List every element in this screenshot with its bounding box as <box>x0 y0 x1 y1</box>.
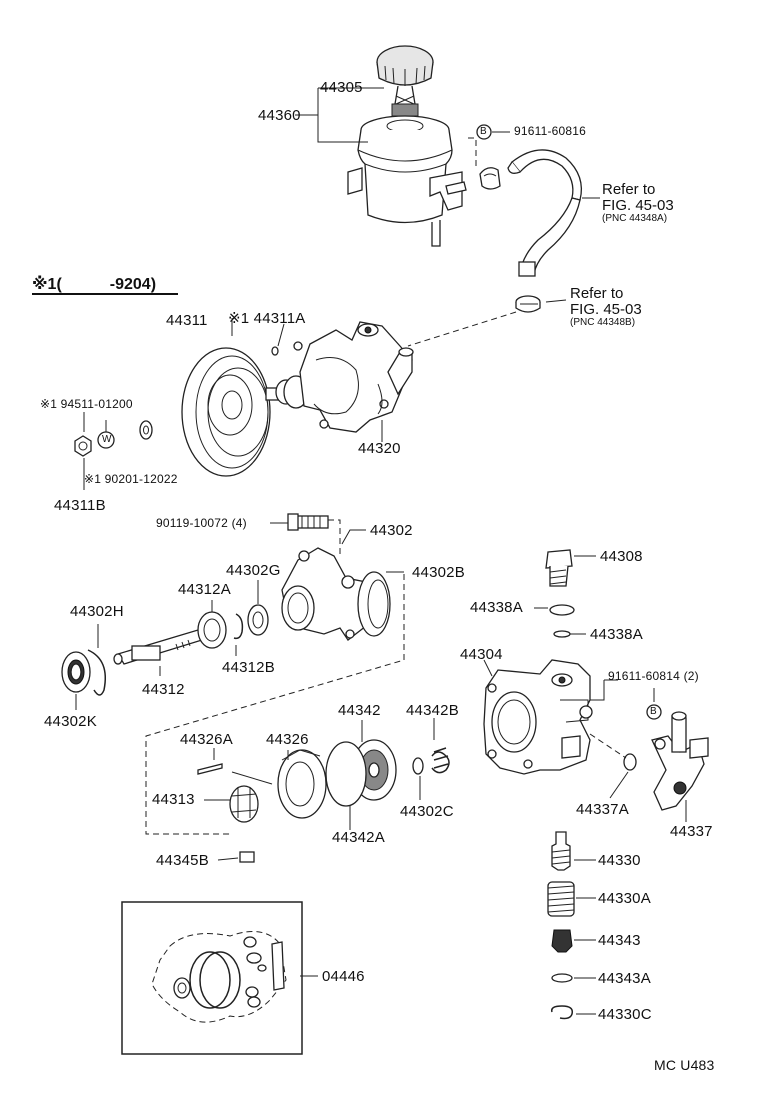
label-44342A: 44342A <box>332 829 385 846</box>
pulley-nut-washer <box>74 420 153 457</box>
refer-a-pnc: (PNC 44348A) <box>602 212 668 224</box>
refer-fig-45-03-a: Refer to FIG. 45-03 (PNC 44348A) <box>602 182 674 224</box>
label-44343: 44343 <box>598 932 641 949</box>
label-44338A-upper: 44338A <box>470 599 523 616</box>
applicability-note: ※1( -9204) <box>32 276 157 293</box>
front-housing <box>281 547 373 641</box>
gasket-kit-parts <box>151 931 287 1023</box>
outlet-union-44337 <box>651 711 709 811</box>
label-44312A: 44312A <box>178 581 231 598</box>
label-44330: 44330 <box>598 852 641 869</box>
label-44312: 44312 <box>142 681 185 698</box>
label-44337A: 44337A <box>576 801 629 818</box>
label-44311A: ※1 44311A <box>228 310 306 327</box>
snap-ring-44302H <box>87 649 106 696</box>
label-90119-10072: 90119-10072 (4) <box>156 516 247 530</box>
valve-44330 <box>551 831 571 871</box>
label-44302G: 44302G <box>226 562 281 579</box>
label-44302: 44302 <box>370 522 413 539</box>
label-44342B: 44342B <box>406 702 459 719</box>
pump-body <box>293 321 414 433</box>
vane-44345B <box>239 851 255 863</box>
oil-seal-44302K <box>61 651 91 693</box>
shaft-bearing-44302G <box>247 604 269 636</box>
label-44311: 44311 <box>166 312 208 329</box>
refer-b-line1: Refer to <box>570 285 624 302</box>
label-44304: 44304 <box>460 646 503 663</box>
label-44312B: 44312B <box>222 659 275 676</box>
gasket-kit-frame <box>121 901 303 1055</box>
label-44338A-lower: 44338A <box>590 626 643 643</box>
label-44337: 44337 <box>670 823 713 840</box>
bolt-marker-b-2: B <box>650 706 657 717</box>
label-44308: 44308 <box>600 548 643 565</box>
label-91611-60816: 91611-60816 <box>514 124 587 138</box>
label-44320: 44320 <box>358 440 401 457</box>
note-underline <box>32 293 178 295</box>
return-hose <box>507 149 583 277</box>
oring-44343A <box>551 973 573 983</box>
oring-44337A <box>623 753 637 771</box>
label-91611-60814: 91611-60814 (2) <box>608 669 699 683</box>
spring-44342B <box>431 747 450 774</box>
label-44326: 44326 <box>266 731 309 748</box>
union-bolt-44308 <box>545 549 573 587</box>
label-04446: 04446 <box>322 968 365 985</box>
label-44311B: 44311B <box>54 497 106 514</box>
refer-a-line1: Refer to <box>602 181 656 198</box>
hose-clamp-upper <box>479 167 501 190</box>
snap-ring-44312B <box>233 613 244 640</box>
label-44330A: 44330A <box>598 890 651 907</box>
label-44305: 44305 <box>320 79 363 96</box>
label-44302C: 44302C <box>400 803 454 820</box>
pulley <box>181 347 271 477</box>
pump-shaft-44312 <box>113 611 227 665</box>
rear-housing-44304 <box>483 659 593 775</box>
spring-44330A <box>547 881 575 917</box>
figure-code: MC U483 <box>654 1057 715 1073</box>
label-44302B: 44302B <box>412 564 465 581</box>
label-44313: 44313 <box>152 791 195 808</box>
label-44342: 44342 <box>338 702 381 719</box>
label-90201-12022: ※1 90201-12022 <box>84 472 178 486</box>
oring-44338A-2 <box>553 630 571 638</box>
front-gasket-44302B <box>357 571 391 637</box>
label-44330C: 44330C <box>598 1006 652 1023</box>
front-housing-bolt <box>287 513 329 531</box>
label-44302H: 44302H <box>70 603 124 620</box>
hose-clamp-lower <box>515 295 541 313</box>
refer-b-line2: FIG. 45-03 <box>570 300 642 318</box>
gasket-44342A <box>325 741 367 807</box>
washer-marker-w: W <box>102 434 112 445</box>
label-44343A: 44343A <box>598 970 651 987</box>
label-44345B: 44345B <box>156 852 209 869</box>
refer-fig-45-03-b: Refer to FIG. 45-03 (PNC 44348B) <box>570 286 642 328</box>
rotor-44313 <box>229 785 259 823</box>
bolt-marker-b: B <box>480 126 487 137</box>
label-44302K: 44302K <box>44 713 97 730</box>
refer-a-line2: FIG. 45-03 <box>602 196 674 214</box>
refer-b-pnc: (PNC 44348B) <box>570 316 636 328</box>
snap-ring-44330C <box>550 1005 574 1020</box>
cam-ring-44326 <box>277 749 327 819</box>
plug-44343 <box>551 929 573 953</box>
label-44326A: 44326A <box>180 731 233 748</box>
pump-small-part-44311A <box>271 346 279 356</box>
reservoir-tank <box>347 115 467 247</box>
reservoir-cap <box>376 45 434 117</box>
pin-44326A <box>197 763 223 775</box>
oring-44302C <box>412 757 424 775</box>
label-94511-01200: ※1 94511-01200 <box>40 397 133 411</box>
reservoir-bolt <box>476 124 492 140</box>
label-44360: 44360 <box>258 107 301 124</box>
bolt-91611-60814 <box>646 704 662 720</box>
oring-44338A-1 <box>549 604 575 616</box>
